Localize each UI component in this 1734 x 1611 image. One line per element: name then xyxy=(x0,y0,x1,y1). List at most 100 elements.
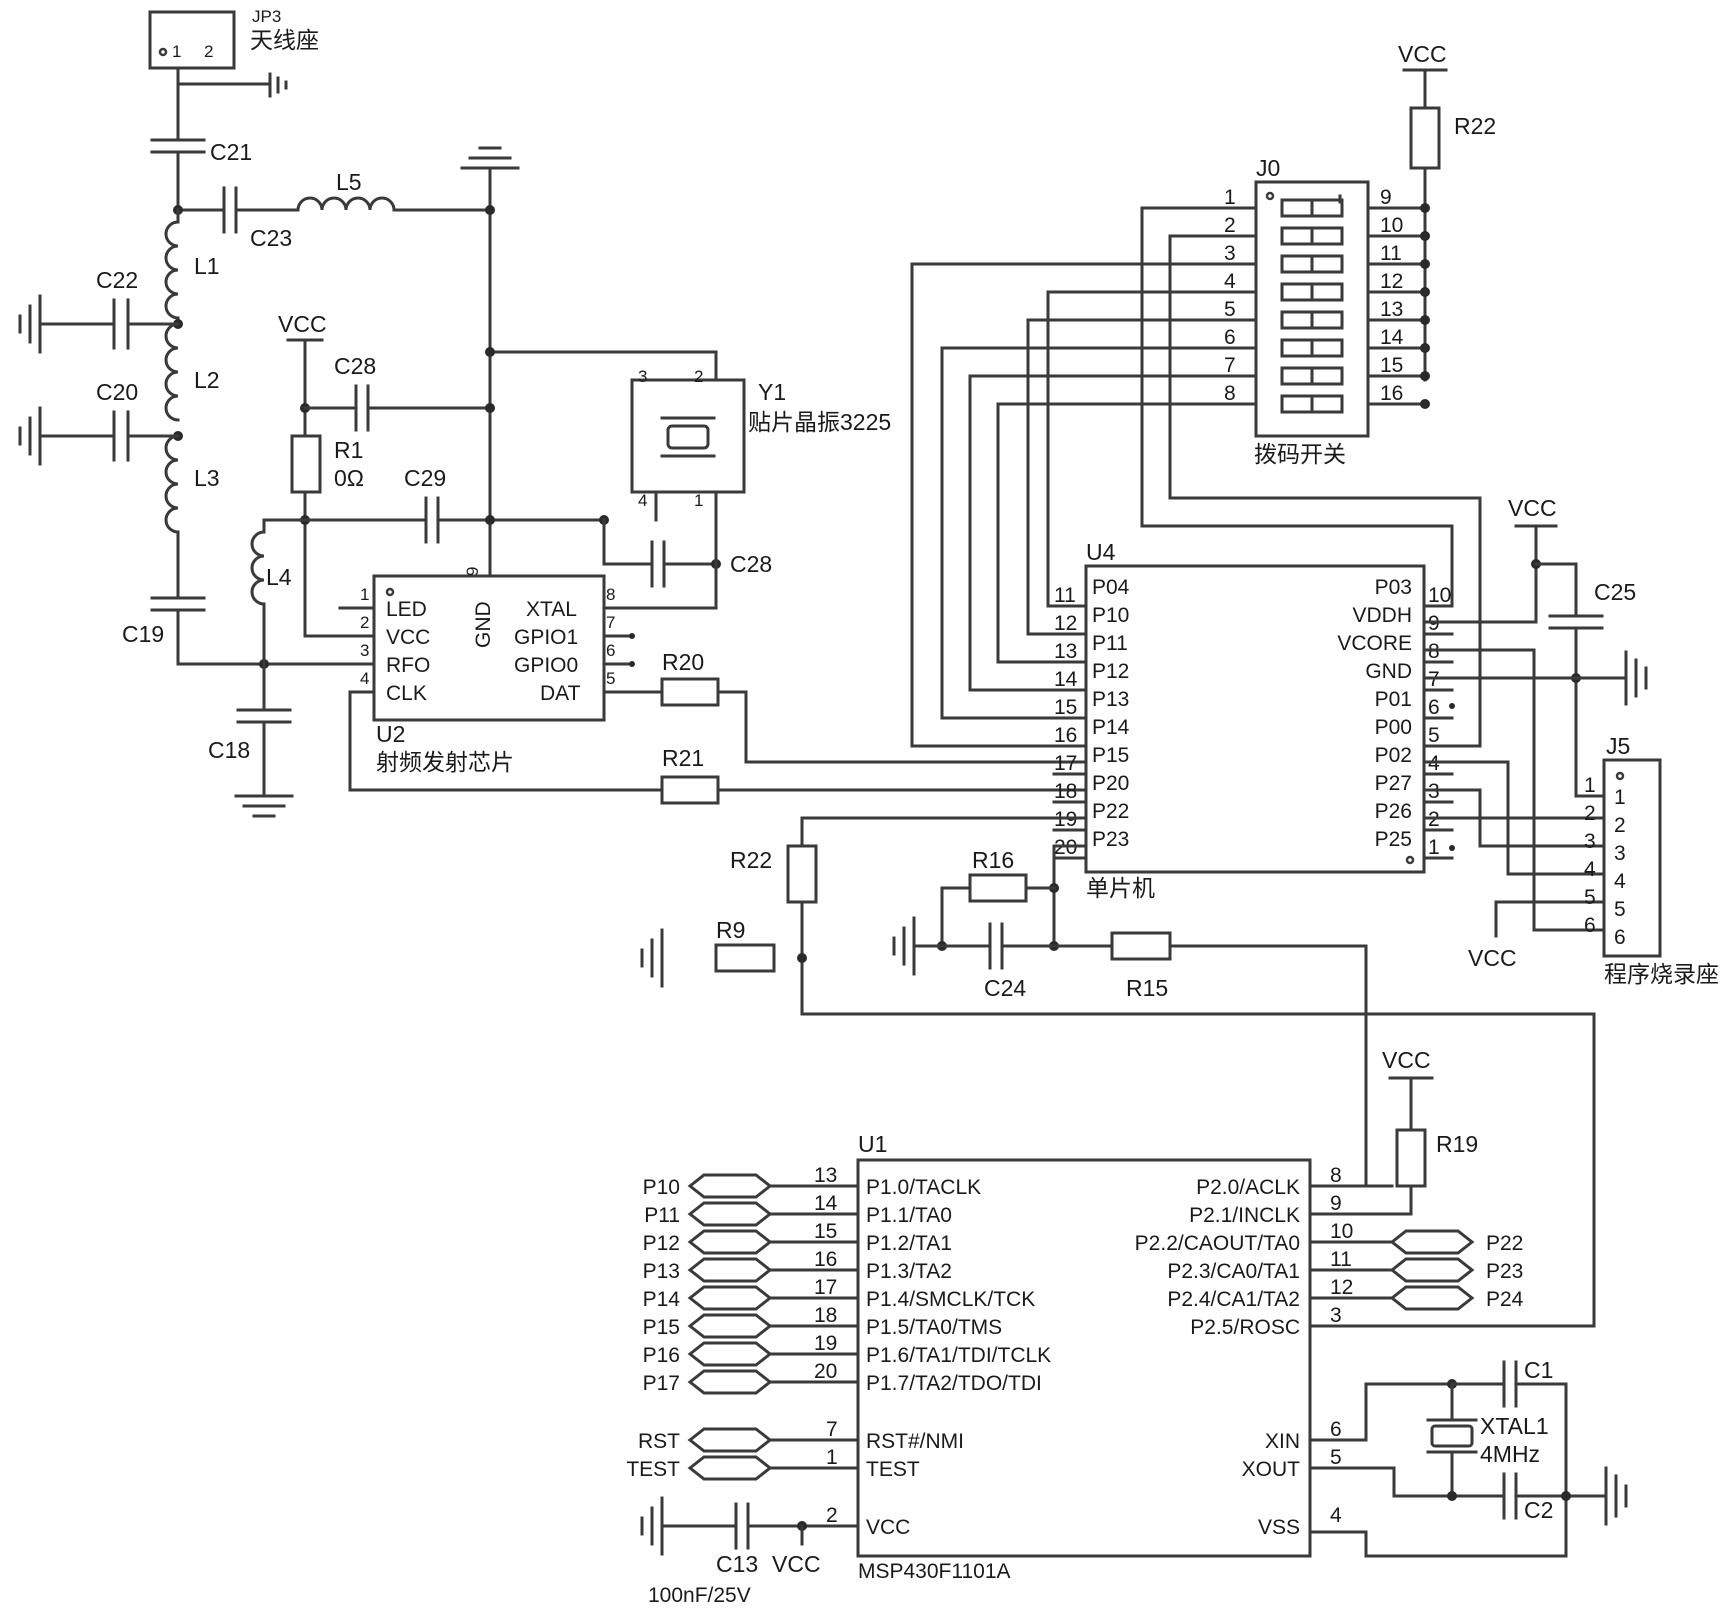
y1-desc: 贴片晶振3225 xyxy=(748,409,891,435)
vcc-symbol: VCC xyxy=(1468,945,1517,971)
c20-label: C20 xyxy=(96,379,138,405)
u1-pin-num: 9 xyxy=(1330,1192,1342,1215)
j5-pin-num: 4 xyxy=(1584,858,1596,881)
resistor-r19: R19 xyxy=(1395,1128,1478,1188)
j5-pin-num: 2 xyxy=(1584,802,1596,825)
vcc-label: VCC xyxy=(1508,495,1557,521)
u4-pin-name: GND xyxy=(1365,660,1412,683)
u2-pin-num: 3 xyxy=(360,641,369,660)
y1-pin3-label: 3 xyxy=(638,367,647,386)
u1-pin-num: 13 xyxy=(814,1164,837,1187)
j0-pin-num: 9 xyxy=(1380,186,1392,209)
u4-pin-name: P27 xyxy=(1375,772,1412,795)
vcc-symbol: VCC xyxy=(1398,41,1448,110)
u4-pin-num: 6 xyxy=(1428,696,1440,719)
jp3-ref: JP3 xyxy=(252,7,281,26)
junction-dot xyxy=(1420,287,1430,297)
resistor-r15: R15 xyxy=(1110,931,1172,1001)
crystal-y1: 3 2 4 1 Y1 贴片晶振3225 xyxy=(630,367,891,510)
j0-pin-num: 11 xyxy=(1380,242,1402,265)
net-label: P16 xyxy=(643,1344,680,1367)
u1-pin-num: 20 xyxy=(814,1360,837,1383)
u1-pin-name: P1.7/TA2/TDO/TDI xyxy=(866,1372,1042,1395)
net-label: RST xyxy=(638,1430,680,1453)
u2-left-pins: LED VCC RFO CLK 1 2 3 4 xyxy=(360,585,430,705)
u2-pin-name: LED xyxy=(386,598,427,621)
vcc-label: VCC xyxy=(278,311,327,337)
u2-pin-name: RFO xyxy=(386,654,430,677)
r21-label: R21 xyxy=(662,745,704,771)
u1-pin-num: 15 xyxy=(814,1220,837,1243)
c13-ref: C13 xyxy=(716,1551,758,1577)
c18-label: C18 xyxy=(208,737,250,763)
u2-gnd-pin: GND 9 xyxy=(463,567,495,648)
u1-pin-num: 14 xyxy=(814,1192,838,1215)
u1-pin-num: 7 xyxy=(826,1418,838,1441)
j0-pin-num: 12 xyxy=(1380,270,1403,293)
u1-pin-num: 11 xyxy=(1330,1248,1352,1271)
u2-pin-name: GPIO1 xyxy=(514,626,578,649)
junction-dot xyxy=(1420,343,1430,353)
r22-top-label: R22 xyxy=(1454,113,1496,139)
resistor-r16: R16 xyxy=(968,847,1028,903)
antenna-connector-jp3: 1 2 JP3 天线座 xyxy=(148,7,319,70)
vcc-label: VCC xyxy=(1382,1047,1431,1073)
u2-pin-name: DAT xyxy=(540,682,581,705)
net-label: P10 xyxy=(643,1176,680,1199)
r1-value: 0Ω xyxy=(334,465,364,491)
jp3-pin2-label: 2 xyxy=(204,42,213,61)
u4-pin-name: P22 xyxy=(1092,800,1129,823)
j0-pin-num: 10 xyxy=(1380,214,1403,237)
ic-u4: U4 单片机 P0411P1012P1113P1214P1315P1416P15… xyxy=(1052,539,1454,901)
vcc-label: VCC xyxy=(772,1551,821,1577)
c19-label: C19 xyxy=(122,621,164,647)
inductor-l4: L4 xyxy=(250,530,292,606)
u1-pin-num: 1 xyxy=(826,1446,838,1469)
net-port-flag xyxy=(687,1201,773,1227)
r1-label: R1 xyxy=(334,437,363,463)
net-label: P11 xyxy=(644,1204,680,1227)
u4-pin-name: P00 xyxy=(1375,716,1412,739)
r20-label: R20 xyxy=(662,649,704,675)
j0-pin-num: 7 xyxy=(1224,354,1236,377)
u1-pin-name: P2.2/CAOUT/TA0 xyxy=(1135,1232,1300,1255)
vcc-symbol: VCC xyxy=(278,311,327,438)
j5-pin-label: 1 xyxy=(1614,786,1626,809)
u1-pin-name: P2.4/CA1/TA2 xyxy=(1167,1288,1300,1311)
u4-pin-num: 1 xyxy=(1428,836,1440,859)
u1-pin-num: 17 xyxy=(814,1276,837,1299)
c23-label: C23 xyxy=(250,225,292,251)
junction-dot xyxy=(1420,203,1430,213)
net-port-flag xyxy=(687,1257,773,1283)
net-port-flag xyxy=(687,1341,773,1367)
u1-pin-name: P2.3/CA0/TA1 xyxy=(1167,1260,1300,1283)
u1-pin-name: P2.0/ACLK xyxy=(1196,1176,1300,1199)
u2-pin-num: 5 xyxy=(606,669,615,688)
junction-dot xyxy=(1420,259,1430,269)
u2-pin-name: GPIO0 xyxy=(514,654,578,677)
net-port-flag xyxy=(1389,1285,1475,1311)
ground-icon xyxy=(640,1496,664,1556)
junction-dot xyxy=(1420,399,1430,409)
u2-pin-name: CLK xyxy=(386,682,427,705)
j5-pin-num: 1 xyxy=(1584,774,1596,797)
capacitor-c13: C13 100nF/25V xyxy=(648,1502,758,1607)
capacitor-c20: C20 xyxy=(96,379,138,462)
capacitor-c24: C24 xyxy=(984,922,1026,1001)
resistor-r21: R21 xyxy=(660,745,720,805)
u1-pin-num: 2 xyxy=(826,1504,838,1527)
u1-pin-num: 6 xyxy=(1330,1418,1342,1441)
u2-right-pins: XTAL GPIO1 GPIO0 DAT 8 7 6 5 xyxy=(514,585,615,705)
u4-pin-name: P13 xyxy=(1092,688,1129,711)
l2-label: L2 xyxy=(194,367,220,393)
l5-label: L5 xyxy=(336,169,362,195)
j5-pin-num: 5 xyxy=(1584,886,1596,909)
u4-pin-num: 14 xyxy=(1054,668,1078,691)
resistor-r1: R1 0Ω xyxy=(290,434,364,494)
u4-pin-num: 10 xyxy=(1428,584,1451,607)
net-label: P15 xyxy=(643,1316,680,1339)
ic-u2: GND 9 LED VCC RFO CLK 1 2 3 4 XTAL GPIO1… xyxy=(360,567,615,775)
